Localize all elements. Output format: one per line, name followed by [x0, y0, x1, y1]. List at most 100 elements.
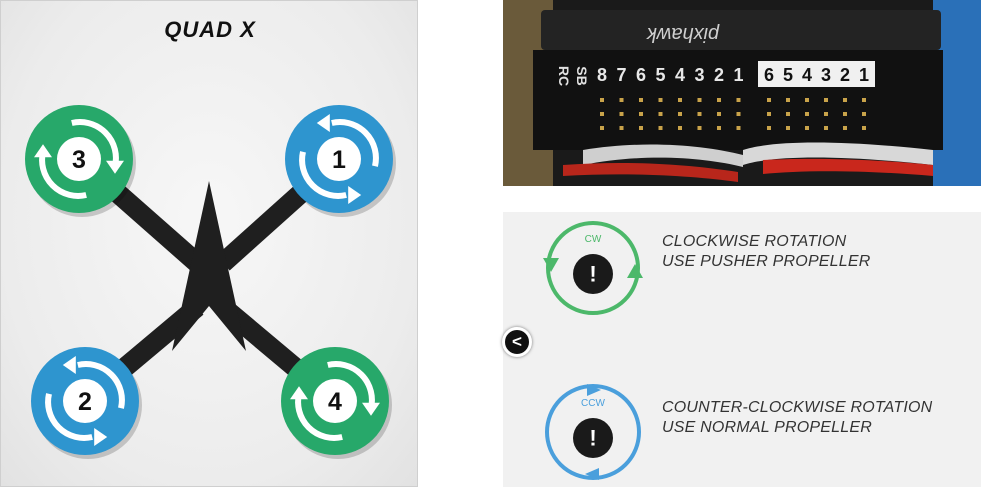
rotation-arrowhead: [348, 186, 362, 204]
header-pin: [658, 98, 663, 102]
rotation-arc: [45, 393, 93, 441]
rotation-arc: [39, 151, 87, 199]
aux-output-pin-4: 4: [802, 65, 812, 85]
header-pin: [639, 98, 643, 102]
header-pin: [786, 126, 790, 130]
header-pin: [786, 98, 790, 102]
header-pin: [767, 112, 771, 116]
rotation-legend-panel: CW ! CLOCKWISE ROTATION USE PUSHER PROPE…: [503, 212, 981, 487]
header-pin: [736, 98, 741, 102]
header-pin: [767, 98, 771, 102]
motor-number-badge: [63, 379, 107, 423]
header-pin: [619, 126, 624, 130]
servo-wire-white-left: [583, 144, 743, 167]
rotation-arrowhead: [62, 356, 76, 374]
rotation-arrowhead: [362, 402, 380, 416]
ccw-arrowhead-top: [587, 384, 601, 396]
pixhawk-brand-text: pixhawk: [646, 23, 720, 45]
cw-description: CLOCKWISE ROTATION USE PUSHER PROPELLER: [662, 232, 871, 272]
main-output-pin-7: 7: [616, 65, 626, 85]
main-output-pin-5: 5: [655, 65, 665, 85]
motor-number-badge: [313, 379, 357, 423]
ccw-tag: CCW: [581, 398, 605, 409]
back-chevron-button[interactable]: <: [502, 327, 532, 357]
header-pin: [736, 126, 741, 130]
rc-label: RC: [556, 66, 572, 86]
diagram-title: QUAD X: [164, 17, 256, 42]
cw-line-1: CLOCKWISE ROTATION: [662, 233, 847, 250]
header-pin: [805, 112, 809, 116]
header-pin: [658, 112, 663, 116]
motor-number: 3: [72, 146, 86, 174]
cw-line-2: USE PUSHER PROPELLER: [662, 253, 871, 270]
aux-output-pin-1: 1: [859, 65, 869, 85]
rotation-arrowhead: [290, 386, 308, 400]
heading-arrow-body: [172, 181, 246, 351]
motor-4: 4: [281, 347, 392, 459]
header-pin: [697, 98, 702, 102]
header-pin: [639, 126, 643, 130]
header-pin: [678, 112, 682, 116]
header-pin: [600, 126, 604, 130]
header-pin: [843, 126, 847, 130]
rotation-arc: [295, 393, 343, 441]
header-pin: [717, 126, 721, 130]
rotation-arc: [327, 361, 375, 409]
rotation-arrowhead: [94, 428, 108, 446]
rotation-arc: [299, 151, 347, 199]
servo-wire-red-left: [563, 162, 738, 182]
header-pin: [639, 112, 643, 116]
header-pin: [619, 98, 624, 102]
main-output-pin-1: 1: [733, 65, 743, 85]
header-pin: [805, 98, 809, 102]
header-pin: [862, 112, 866, 116]
ccw-line-1: COUNTER-CLOCKWISE ROTATION: [662, 399, 933, 416]
cw-rotation-icon: CW !: [543, 221, 643, 315]
cw-arrowhead-right: [627, 264, 643, 278]
header-pin: [697, 126, 702, 130]
warning-badge: [573, 418, 613, 458]
header-pin: [600, 112, 604, 116]
sb-label: SB: [574, 66, 590, 85]
rotation-arrowhead: [34, 144, 52, 158]
ccw-rotation-icon: CCW !: [545, 384, 641, 480]
motor-number-badge: [57, 137, 101, 181]
rotation-arrowhead: [106, 160, 124, 174]
header-pin: [736, 112, 741, 116]
motor-2: 2: [31, 347, 142, 459]
header-pin: [678, 126, 682, 130]
header-pin: [767, 126, 771, 130]
aux-output-pin-2: 2: [840, 65, 850, 85]
header-pin: [619, 112, 624, 116]
ccw-line-2: USE NORMAL PROPELLER: [662, 419, 872, 436]
main-output-pin-2: 2: [714, 65, 724, 85]
quad-x-diagram-panel: QUAD X 3 1 2 4: [0, 0, 418, 487]
rotation-arc: [331, 119, 379, 167]
header-pin: [824, 98, 828, 102]
header-pin: [805, 126, 809, 130]
servo-wire-white: [743, 142, 933, 165]
header-pin: [862, 126, 866, 130]
motor-number: 4: [328, 388, 342, 416]
rotation-arc: [71, 119, 119, 167]
header-pin: [697, 112, 702, 116]
motor-3: 3: [25, 105, 136, 217]
header-pin: [843, 98, 847, 102]
header-pin: [843, 112, 847, 116]
ccw-description: COUNTER-CLOCKWISE ROTATION USE NORMAL PR…: [662, 398, 932, 438]
motor-1: 1: [285, 105, 396, 217]
motor-number: 2: [78, 388, 92, 416]
exclamation-icon: !: [589, 426, 596, 451]
main-output-pin-8: 8: [597, 65, 607, 85]
aux-label-strip: [758, 61, 875, 87]
main-output-pin-4: 4: [675, 65, 685, 85]
header-pin: [717, 98, 721, 102]
main-output-pin-3: 3: [694, 65, 704, 85]
cw-arrowhead-left: [543, 258, 559, 272]
header-pin: [786, 112, 790, 116]
header-pin: [678, 98, 682, 102]
rotation-arc: [77, 361, 125, 409]
servo-wire-red: [763, 158, 933, 176]
